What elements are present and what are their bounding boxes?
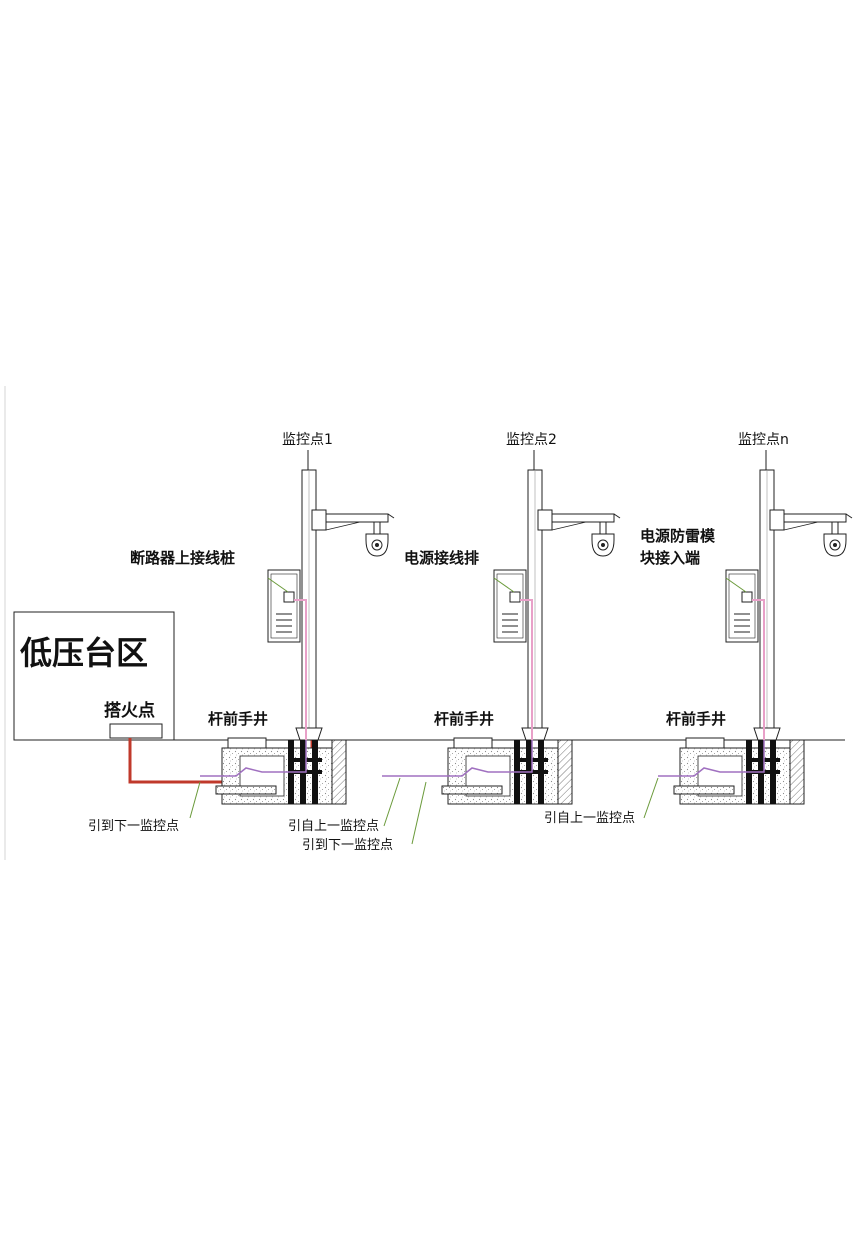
monitoring-point-n (658, 449, 853, 805)
point-1-title: 监控点1 (282, 432, 333, 448)
monitoring-point-1: 监控点1 断路器上接线桩 杆前手井 (130, 432, 395, 805)
tap-point-label: 搭火点 (104, 700, 155, 721)
tap-point-box (109, 723, 163, 739)
point-2-handwell-label: 杆前手井 (434, 710, 494, 728)
point-1-handwell-label: 杆前手井 (208, 710, 268, 728)
route-label-from-prev-2: 引自上一监控点 (288, 819, 379, 834)
point-2-connection-label: 电源接线排 (404, 549, 479, 567)
monitoring-point-2 (426, 449, 621, 805)
point-n-connection-label-line1: 电源防雷模 (640, 527, 716, 545)
low-voltage-area-box (13, 611, 175, 741)
point-2-title: 监控点2 (506, 432, 557, 448)
route-label-from-prev-n: 引自上一监控点 (544, 811, 635, 826)
point-n-title: 监控点n (738, 432, 789, 448)
point-n-connection-label-line2: 块接入端 (640, 549, 700, 567)
point-1-connection-label: 断路器上接线桩 (130, 549, 235, 567)
point-n-handwell-label: 杆前手井 (666, 710, 726, 728)
route-label-to-next-1: 引到下一监控点 (88, 819, 179, 834)
route-label-to-next-2: 引到下一监控点 (302, 838, 393, 853)
low-voltage-area-title: 低压台区 (20, 634, 148, 672)
